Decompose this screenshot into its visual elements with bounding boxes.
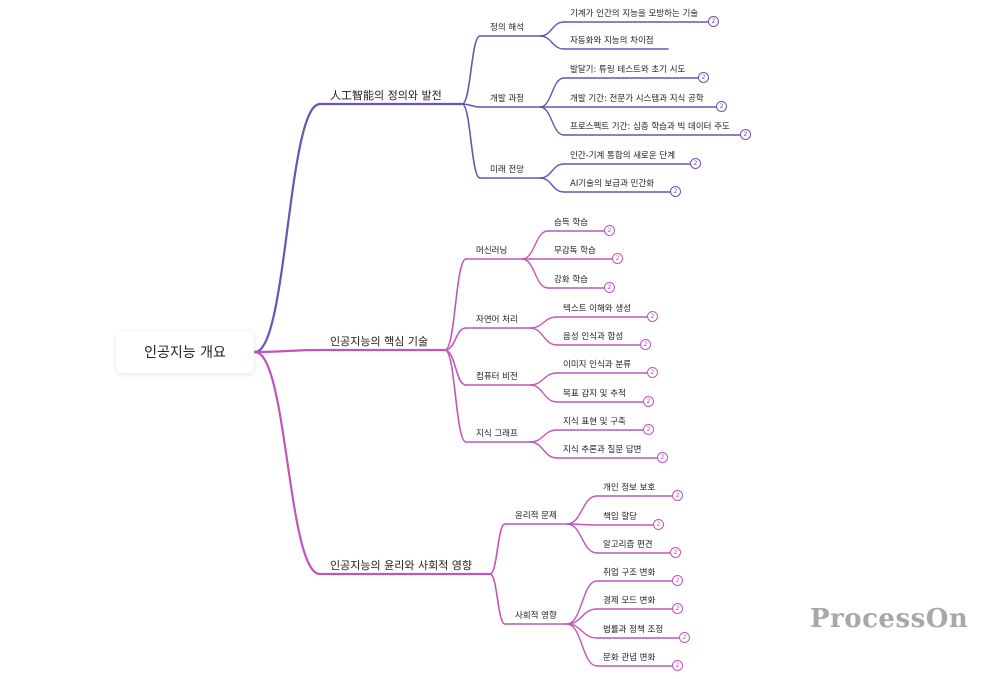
branch-connector (253, 350, 322, 576)
processon-watermark: ProcessOn (810, 604, 969, 634)
group-label[interactable]: 머신러닝 (476, 246, 508, 256)
item-connector (529, 327, 558, 346)
item-connector (529, 384, 558, 403)
item-label[interactable]: 문화 관념 변화 (603, 653, 656, 663)
collapse-badge[interactable]: 2 (670, 547, 681, 558)
item-label[interactable]: 취업 구조 변화 (603, 568, 656, 578)
item-label[interactable]: AI기술의 보급과 민간화 (570, 179, 655, 189)
collapse-badge[interactable]: 2 (672, 603, 683, 614)
item-connector (539, 21, 565, 37)
collapse-badge[interactable]: 2 (647, 311, 658, 322)
item-label[interactable]: 습득 학습 (554, 218, 588, 228)
group-connector (461, 103, 481, 108)
item-label[interactable]: 법률과 정책 조정 (603, 625, 664, 635)
collapse-badge[interactable]: 2 (643, 424, 654, 435)
branch-label[interactable]: 人工智能의 정의와 발전 (330, 89, 442, 102)
group-label[interactable]: 미래 전망 (490, 165, 524, 175)
item-label[interactable]: 음성 인식과 합성 (563, 332, 624, 342)
collapse-badge[interactable]: 2 (690, 158, 701, 169)
group-label[interactable]: 컴퓨터 비전 (476, 372, 518, 382)
item-label[interactable]: 프로스펙트 기간: 심층 학습과 빅 데이터 주도 (570, 122, 730, 132)
collapse-badge[interactable]: 2 (604, 282, 615, 293)
collapse-badge[interactable]: 2 (708, 16, 719, 27)
item-connector (539, 163, 565, 179)
item-connector (529, 372, 558, 386)
item-connector (521, 230, 549, 260)
branch-label[interactable]: 인공지능의 윤리와 사회적 영향 (330, 559, 473, 572)
item-connector (529, 316, 558, 329)
item-label[interactable]: 강화 학습 (554, 275, 588, 285)
group-connector (489, 523, 506, 575)
item-connector (539, 77, 565, 108)
item-label[interactable]: 무감독 학습 (554, 246, 596, 256)
branch-connector (253, 348, 322, 354)
item-connector (566, 580, 598, 625)
collapse-badge[interactable]: 2 (657, 452, 668, 463)
item-label[interactable]: 목표 감지 및 추적 (563, 389, 626, 399)
item-label[interactable]: 자동화와 지능의 차이점 (570, 36, 654, 46)
branch-label[interactable]: 인공지능의 핵심 기술 (330, 335, 429, 348)
item-connector (521, 258, 549, 289)
collapse-badge[interactable]: 2 (670, 186, 681, 197)
group-label[interactable]: 개발 과정 (490, 94, 524, 104)
root-label: 인공지능 개요 (144, 345, 226, 361)
collapse-badge[interactable]: 2 (716, 101, 727, 112)
item-label[interactable]: 알고리즘 편견 (603, 540, 653, 550)
collapse-badge[interactable]: 2 (612, 253, 623, 264)
item-label[interactable]: 텍스트 이해와 생성 (563, 304, 631, 314)
group-connector (444, 349, 467, 386)
group-label[interactable]: 자연어 처리 (476, 315, 518, 325)
root-node[interactable]: 인공지능 개요 (116, 331, 254, 373)
collapse-badge[interactable]: 2 (604, 225, 615, 236)
group-connector (444, 258, 467, 351)
group-label[interactable]: 사회적 영향 (515, 611, 557, 621)
collapse-badge[interactable]: 2 (740, 129, 751, 140)
item-label[interactable]: 인간-기계 통합의 새로운 단계 (570, 151, 676, 161)
item-label[interactable]: 개인 정보 보호 (603, 483, 656, 493)
collapse-badge[interactable]: 2 (640, 339, 651, 350)
item-label[interactable]: 발달기: 튜링 테스트와 초기 시도 (570, 65, 686, 75)
collapse-badge[interactable]: 2 (679, 632, 690, 643)
group-connector (444, 349, 467, 443)
collapse-badge[interactable]: 2 (653, 519, 664, 530)
collapse-badge[interactable]: 2 (672, 660, 683, 671)
group-connector (461, 35, 481, 105)
item-connector (539, 177, 565, 193)
item-label[interactable]: 이미지 인식과 분류 (563, 360, 631, 370)
group-connector (489, 573, 506, 625)
item-label[interactable]: 경제 모드 변화 (603, 596, 656, 606)
item-connector (539, 35, 565, 50)
item-connector (566, 523, 598, 554)
item-connector (529, 441, 558, 459)
group-label[interactable]: 지식 그래프 (476, 429, 518, 439)
collapse-badge[interactable]: 2 (698, 72, 709, 83)
item-connector (566, 495, 598, 525)
collapse-badge[interactable]: 2 (643, 396, 654, 407)
item-connector (539, 106, 565, 136)
group-connector (461, 103, 481, 179)
group-connector (444, 327, 467, 351)
item-label[interactable]: 지식 표현 및 구축 (563, 417, 626, 427)
item-label[interactable]: 개발 기간: 전문가 시스템과 지식 공학 (570, 94, 704, 104)
branch-connector (253, 102, 322, 354)
collapse-badge[interactable]: 2 (647, 367, 658, 378)
item-connector (566, 623, 598, 667)
item-label[interactable]: 지식 추론과 질문 답변 (563, 445, 642, 455)
item-label[interactable]: 기계가 인간의 지능을 모방하는 기술 (570, 9, 699, 19)
item-label[interactable]: 책임 할당 (603, 512, 637, 522)
group-label[interactable]: 윤리적 문제 (515, 511, 557, 521)
group-label[interactable]: 정의 해석 (490, 23, 524, 33)
item-connector (529, 429, 558, 443)
collapse-badge[interactable]: 2 (672, 490, 683, 501)
collapse-badge[interactable]: 2 (672, 575, 683, 586)
